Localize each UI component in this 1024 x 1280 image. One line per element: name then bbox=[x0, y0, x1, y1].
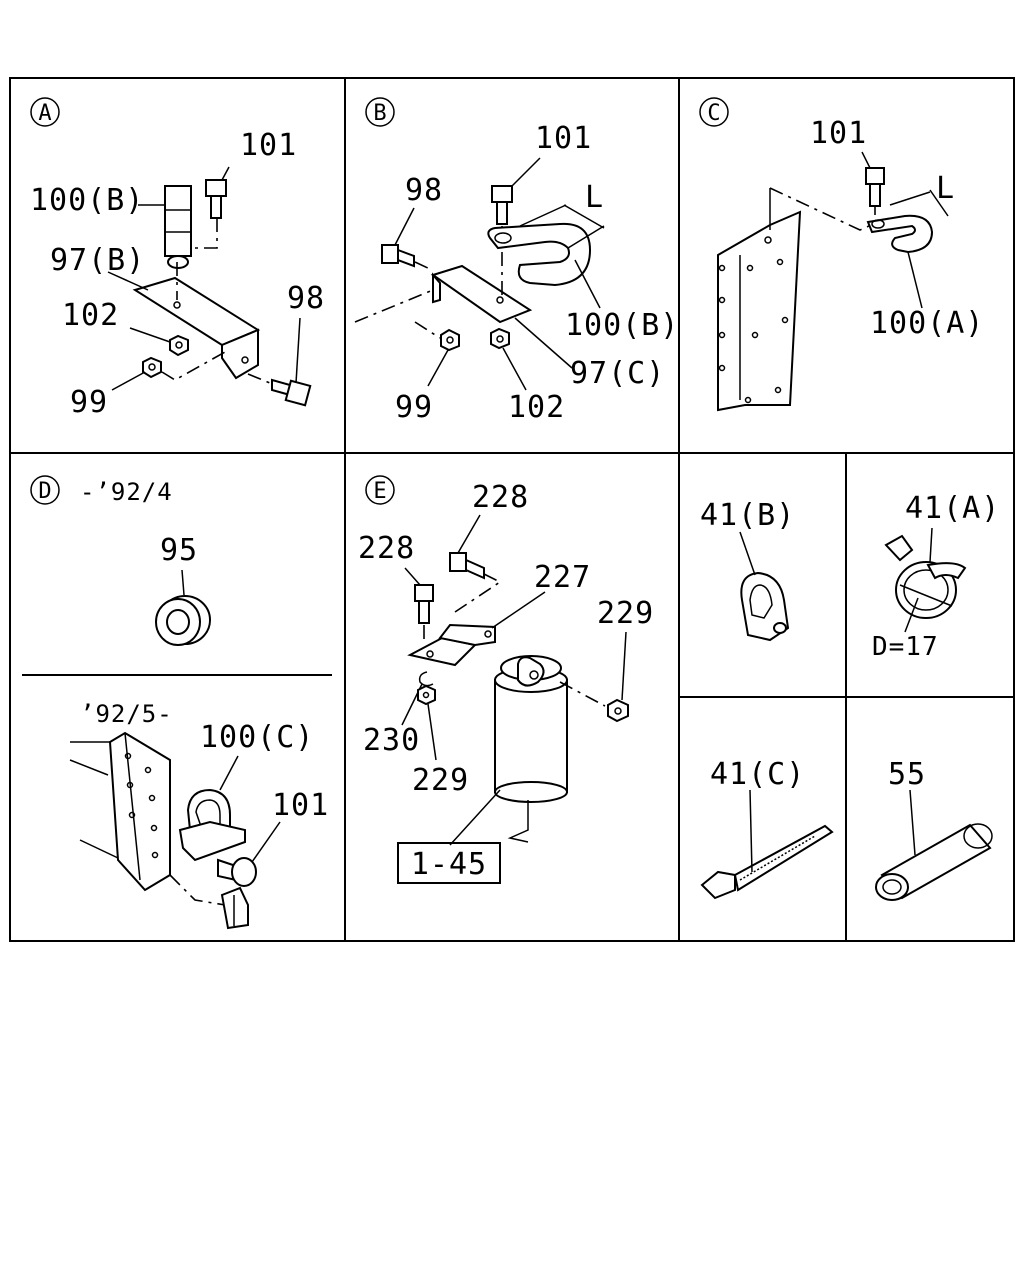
tube-55 bbox=[875, 789, 993, 901]
label-41c: 41(C) bbox=[710, 757, 805, 792]
bolt-98 bbox=[381, 207, 433, 271]
label-100a: 100(A) bbox=[870, 306, 984, 341]
frame-rail bbox=[717, 187, 879, 412]
bolt-101 bbox=[861, 151, 885, 215]
nut-99 bbox=[414, 321, 460, 387]
clamp-100b bbox=[487, 204, 605, 309]
panel-c-marker: C bbox=[707, 101, 720, 126]
panel-d: D -’92/4 95 ’92/5- 100(C) 101 bbox=[30, 475, 329, 930]
hose-clamp-41a bbox=[884, 527, 967, 633]
panel-d-marker-circle bbox=[30, 475, 60, 505]
panel-b-marker-circle bbox=[365, 97, 395, 127]
nut-102 bbox=[129, 327, 189, 357]
panel-d-marker: D bbox=[38, 479, 51, 504]
cable-tie-41c bbox=[700, 789, 834, 900]
clamp-100a bbox=[866, 189, 949, 309]
reference-1-45: 1-45 bbox=[411, 847, 487, 882]
label-100b: 100(B) bbox=[30, 183, 144, 218]
panel-41b: 41(B) bbox=[700, 498, 795, 642]
panel-b: B 101 98 L 100(B) 97(C) 99 102 bbox=[354, 97, 679, 425]
bolt-228-upper bbox=[449, 514, 502, 613]
bolt-101 bbox=[491, 157, 541, 244]
bracket-97c bbox=[354, 252, 573, 369]
label-98: 98 bbox=[405, 173, 443, 208]
panel-a-marker: A bbox=[38, 101, 51, 126]
panel-grid bbox=[9, 77, 1015, 942]
grommet-95 bbox=[155, 569, 211, 646]
label-l-dimension: L bbox=[936, 171, 955, 206]
panel-e-marker: E bbox=[373, 479, 386, 504]
label-95: 95 bbox=[160, 533, 198, 568]
panel-e: E 228 228 227 229 230 229 bbox=[358, 475, 654, 884]
bolt-101 bbox=[217, 821, 281, 930]
panel-41a: 41(A) D=17 bbox=[872, 491, 1000, 662]
nut-102 bbox=[490, 327, 527, 391]
bolt-101 bbox=[190, 166, 230, 249]
nut-229-lower bbox=[417, 684, 437, 761]
panel-e-marker-circle bbox=[365, 475, 395, 505]
fuel-filter bbox=[449, 655, 606, 846]
range-from-92-5: ’92/5- bbox=[80, 700, 173, 728]
panel-c: C 101 L 100(A) bbox=[699, 97, 984, 412]
bolt-98 bbox=[247, 317, 312, 407]
frame-rail bbox=[69, 731, 226, 906]
panel-a-marker-circle bbox=[30, 97, 60, 127]
clamp-100b bbox=[138, 185, 192, 269]
panel-a: A 101 100(B) 97(B) 98 102 99 bbox=[30, 97, 325, 420]
range-until-92-4: -’92/4 bbox=[80, 478, 173, 506]
bracket-97b bbox=[107, 262, 261, 380]
label-98: 98 bbox=[287, 281, 325, 316]
label-99: 99 bbox=[395, 390, 433, 425]
label-97c: 97(C) bbox=[570, 356, 665, 391]
reference-box bbox=[397, 842, 501, 884]
label-101: 101 bbox=[272, 788, 329, 823]
label-229-right: 229 bbox=[597, 596, 654, 631]
panel-55: 55 bbox=[875, 757, 993, 901]
label-227: 227 bbox=[534, 560, 591, 595]
label-41a: 41(A) bbox=[905, 491, 1000, 526]
label-228-lower: 228 bbox=[358, 531, 415, 566]
bolt-228-lower bbox=[404, 567, 434, 640]
panel-41c: 41(C) bbox=[700, 757, 834, 900]
label-100b: 100(B) bbox=[565, 308, 679, 343]
label-230: 230 bbox=[363, 723, 420, 758]
label-101: 101 bbox=[240, 128, 297, 163]
label-102: 102 bbox=[508, 390, 565, 425]
label-101: 101 bbox=[535, 121, 592, 156]
clamp-41b bbox=[739, 531, 790, 642]
panel-b-marker: B bbox=[373, 101, 386, 126]
nut-99 bbox=[111, 351, 226, 391]
label-99: 99 bbox=[70, 385, 108, 420]
label-229-lower: 229 bbox=[412, 763, 469, 798]
clamp-100c bbox=[178, 755, 246, 862]
label-228-upper: 228 bbox=[472, 480, 529, 515]
label-97b: 97(B) bbox=[50, 243, 145, 278]
label-41b: 41(B) bbox=[700, 498, 795, 533]
label-d17: D=17 bbox=[872, 632, 939, 662]
label-102: 102 bbox=[62, 298, 119, 333]
label-l-dimension: L bbox=[585, 180, 604, 215]
label-100c: 100(C) bbox=[200, 720, 314, 755]
label-55: 55 bbox=[888, 757, 926, 792]
nut-229-right bbox=[607, 631, 629, 723]
panel-c-marker-circle bbox=[699, 97, 729, 127]
label-101: 101 bbox=[810, 116, 867, 151]
bracket-227 bbox=[407, 591, 546, 667]
